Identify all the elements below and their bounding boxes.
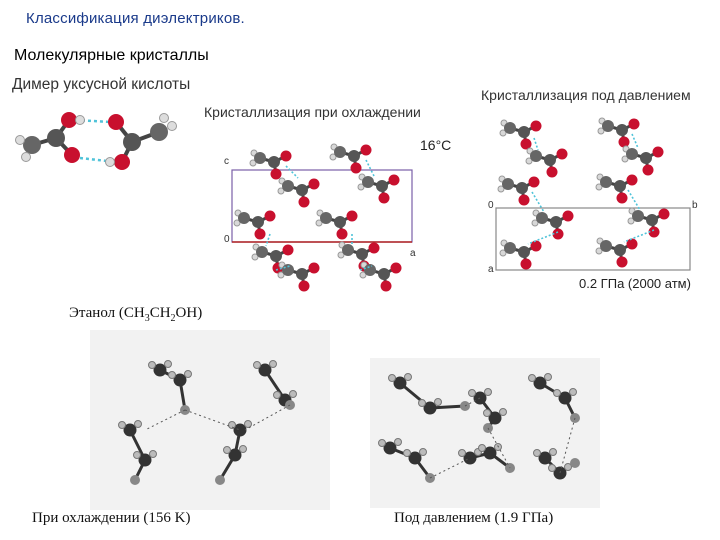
acetic-molecule [595,237,638,268]
ethanol-pressure-diagram [370,358,600,508]
hydrogen-bond [265,233,271,247]
ethanol-title: Этанол (CH3CH2OH) [69,305,203,324]
hydrogen-bond [533,137,539,151]
axis-a-label: a [410,248,416,259]
hydrogen-bond [365,159,375,177]
pressure-crystal-diagram: 0 b a [488,117,698,275]
pressure-value-label: 0.2 ГПа (2000 атм) [579,276,691,291]
acetic-molecule [499,119,542,150]
acetic-molecule [277,177,320,208]
hydrogen-bond [275,265,291,271]
cooling-crystallization-label: Кристаллизация при охлаждении [204,104,421,120]
ethanol-molecule [378,438,435,483]
temperature-label: 16°C [420,137,452,153]
slide-title: Классификация диэлектриков. [26,10,245,27]
ethanol-molecule [458,443,515,473]
acetic-molecule [525,147,568,178]
acetic-molecule [499,239,542,270]
axis-origin-label-2: 0 [488,200,494,211]
pressure-crystallization-label: Кристаллизация под давлением [481,87,691,103]
axis-c-label: c [224,156,229,167]
hydrogen-bond [631,133,639,149]
ethanol-molecule [148,360,192,415]
hydrogen-bond [244,404,291,431]
hydrogen-bond [285,165,299,179]
acetic-molecule [315,209,358,240]
acetic-dimer-diagram [15,112,177,170]
ethanol-molecule [215,420,252,485]
acetic-molecule [329,143,372,174]
acetic-molecule [357,173,400,204]
acetic-molecule [359,261,402,292]
acetic-molecule [627,207,670,238]
acetic-molecule [251,243,294,274]
ethanol-molecule [118,420,157,485]
hydrogen-bond [531,191,545,213]
acetic-molecule [531,209,574,240]
ethanol-molecule [388,373,470,415]
ethanol-molecule [533,448,580,480]
ethanol-cooling-diagram [90,330,330,510]
acetic-molecule [621,145,664,176]
hydrogen-bond [627,189,641,211]
acetic-molecule [497,175,540,206]
hydrogen-bond [623,229,655,243]
ethanol-molecule [253,360,297,410]
acetic-molecule [595,173,638,204]
ethanol-cooling-caption: При охлаждении (156 K) [32,510,191,526]
acetic-molecule [233,209,276,240]
hydrogen-bond [527,231,559,245]
cooling-crystal-diagram: c 0 a [224,143,416,292]
ethanol-molecule [528,373,580,423]
acetic-molecule [277,261,320,292]
acetic-molecule [249,149,292,180]
dimer-label: Димер уксусной кислоты [12,76,191,93]
axis-a-label-2: a [488,264,494,275]
ethanol-pressure-caption: Под давлением (1.9 ГПа) [394,510,554,526]
section-subtitle: Молекулярные кристаллы [14,47,209,64]
axis-origin-label: 0 [224,234,230,245]
axis-b-label: b [692,200,698,211]
acetic-molecule [597,117,640,148]
